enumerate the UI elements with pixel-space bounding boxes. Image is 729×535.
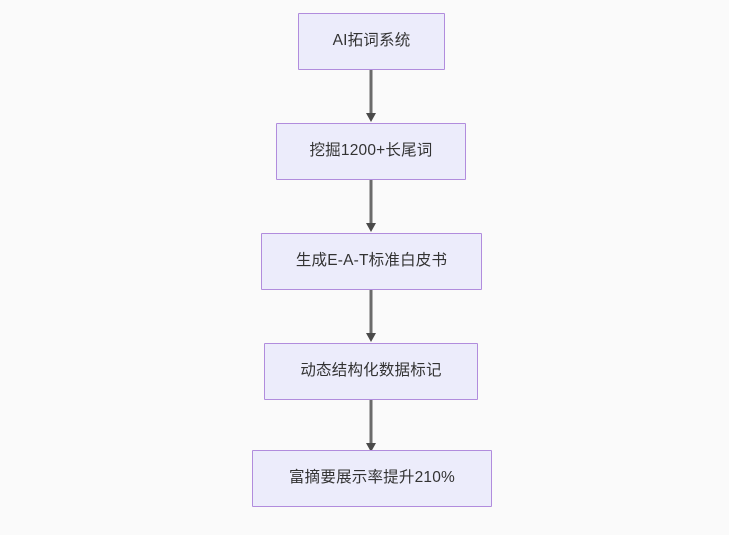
flow-node-label: 挖掘1200+长尾词 <box>309 142 433 160</box>
flow-connector-4-5 <box>369 400 373 444</box>
flow-node-rich-snippet-rate-increase[interactable]: 富摘要展示率提升210% <box>252 450 492 507</box>
flow-arrowhead-1-2 <box>366 113 376 122</box>
flow-node-label: 动态结构化数据标记 <box>300 362 442 380</box>
flow-node-dynamic-structured-data-markup[interactable]: 动态结构化数据标记 <box>264 343 478 400</box>
flow-arrowhead-4-5 <box>366 443 376 452</box>
flow-node-label: 富摘要展示率提升210% <box>288 469 456 487</box>
flow-node-ai-keyword-system[interactable]: AI拓词系统 <box>298 13 445 70</box>
flow-node-generate-eat-whitepaper[interactable]: 生成E-A-T标准白皮书 <box>261 233 482 290</box>
flow-arrowhead-3-4 <box>366 333 376 342</box>
flow-node-mine-longtail-keywords[interactable]: 挖掘1200+长尾词 <box>276 123 466 180</box>
flow-arrowhead-2-3 <box>366 223 376 232</box>
flow-node-label: AI拓词系统 <box>332 32 411 50</box>
flow-connector-1-2 <box>369 70 373 114</box>
flow-node-label: 生成E-A-T标准白皮书 <box>295 252 448 270</box>
flow-connector-2-3 <box>369 180 373 224</box>
flow-connector-3-4 <box>369 290 373 334</box>
